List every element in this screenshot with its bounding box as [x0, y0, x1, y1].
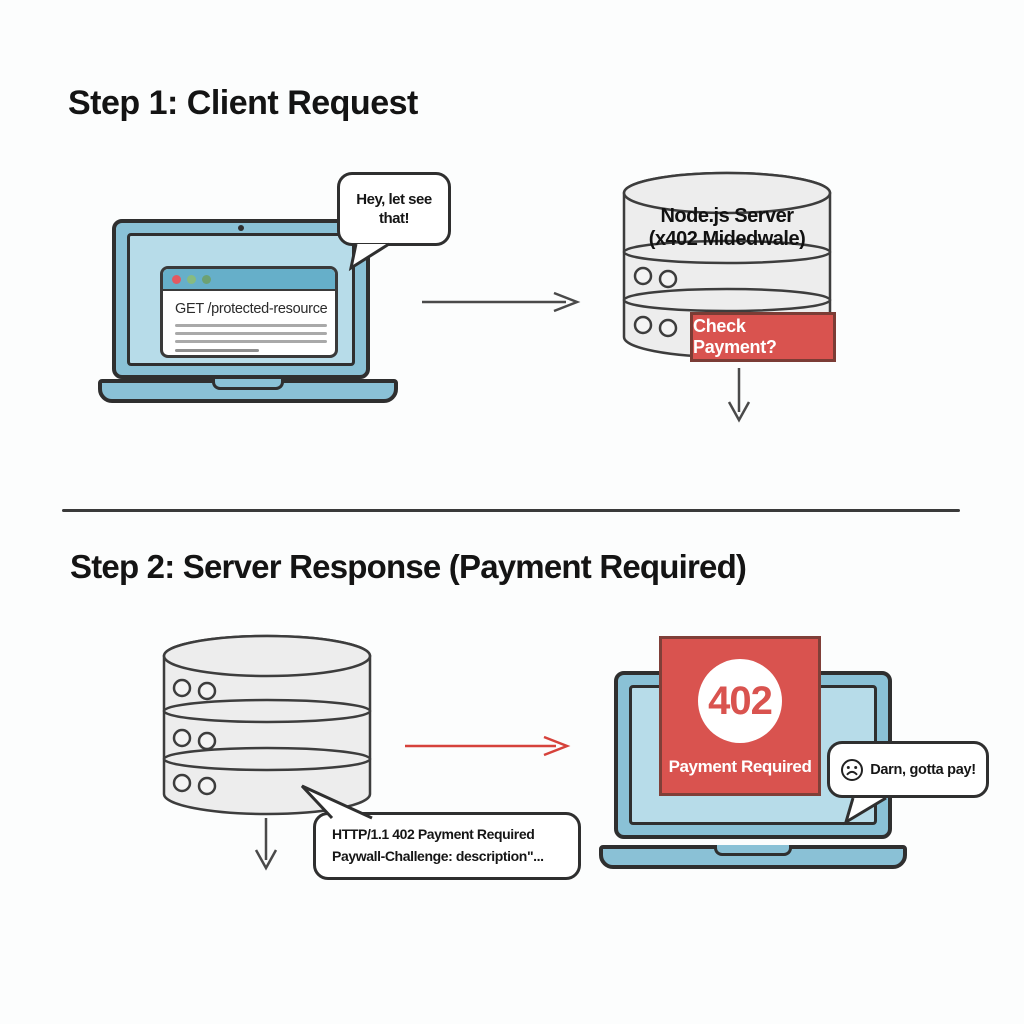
payment-check-arrow-icon — [727, 368, 751, 423]
section-divider — [62, 509, 960, 512]
client-laptop-base — [98, 379, 398, 403]
drive-led-icon — [633, 266, 653, 286]
server-label-line1: Node.js Server — [660, 205, 794, 227]
trackpad-notch — [212, 379, 284, 390]
server-label: Node.js Server (x402 Midedwale) — [623, 205, 831, 251]
client-laptop-base — [599, 845, 907, 869]
status-code: 402 — [708, 678, 773, 723]
step2-title: Step 2: Server Response (Payment Require… — [70, 548, 747, 585]
webcam-icon — [238, 225, 244, 231]
check-payment-badge: Check Payment? — [690, 312, 836, 362]
text-line — [175, 340, 327, 343]
sad-face-icon — [841, 758, 864, 781]
drive-led-icon — [172, 773, 192, 793]
drive-led-icon — [172, 728, 192, 748]
drive-led-icon — [658, 269, 678, 289]
drive-led-icon — [197, 776, 217, 796]
server-down-arrow-icon — [254, 818, 278, 871]
client-speech-bubble: Hey, let see that! — [337, 172, 451, 246]
status-label: Payment Required — [668, 757, 812, 776]
browser-window: GET /protected-resource — [160, 266, 338, 358]
request-line: GET /protected-resource — [175, 301, 328, 317]
response-arrow-icon — [405, 735, 571, 757]
status-code-circle: 402 — [698, 659, 782, 743]
client-reaction-bubble: Darn, gotta pay! — [827, 741, 989, 798]
client-reaction-text: Darn, gotta pay! — [870, 761, 976, 778]
server-cylinder — [162, 634, 372, 816]
window-dot-green-icon — [187, 274, 196, 284]
drive-led-icon — [172, 678, 192, 698]
request-arrow-icon — [422, 291, 581, 313]
browser-title-bar — [163, 269, 335, 291]
step1-title: Step 1: Client Request — [68, 84, 418, 122]
text-line — [175, 324, 327, 327]
response-line2: Paywall-Challenge: description"... — [332, 848, 544, 864]
drive-led-icon — [633, 315, 653, 335]
window-dot-red-icon — [172, 274, 181, 284]
drive-led-icon — [197, 731, 217, 751]
server-cylinder — [622, 171, 832, 359]
window-dot-green-icon — [202, 274, 211, 284]
drive-led-icon — [197, 681, 217, 701]
trackpad-notch — [714, 845, 792, 856]
text-line — [175, 349, 259, 352]
text-line — [175, 332, 327, 335]
drive-led-icon — [658, 318, 678, 338]
payment-required-panel: 402 Payment Required — [659, 636, 821, 796]
response-speech-bubble: HTTP/1.1 402 Payment Required Paywall-Ch… — [313, 812, 581, 880]
response-line1: HTTP/1.1 402 Payment Required — [332, 826, 535, 843]
server-label-line2: (x402 Midedwale) — [648, 228, 806, 250]
